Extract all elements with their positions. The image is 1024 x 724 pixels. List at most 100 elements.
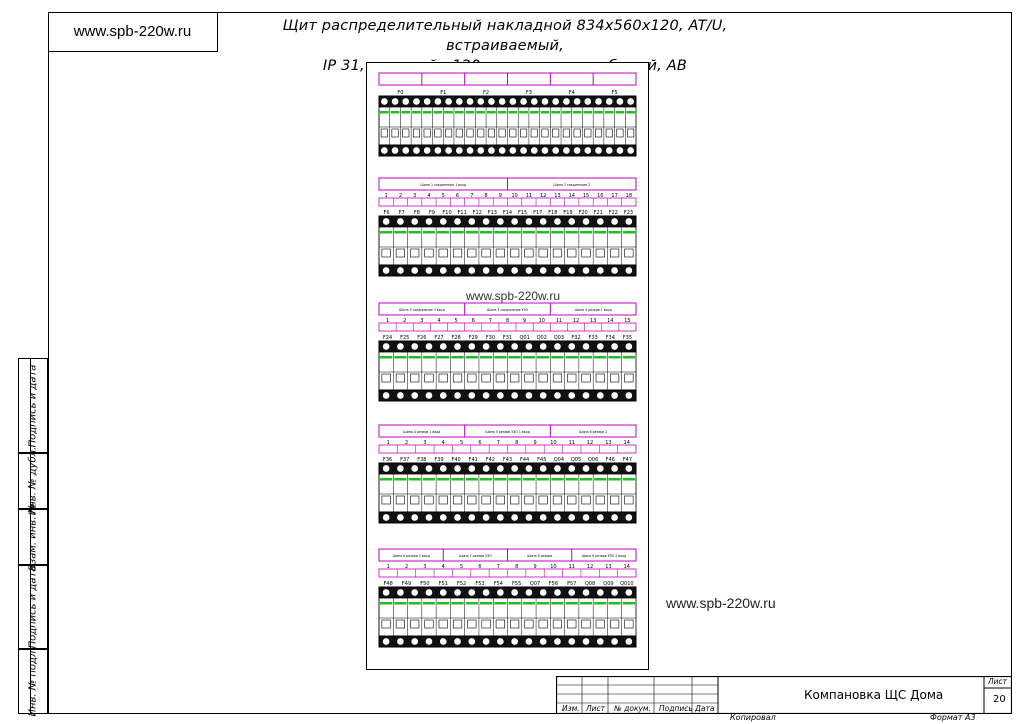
terminal-screw [467, 464, 476, 473]
breaker-status-strip [479, 231, 493, 234]
breaker-label: F43 [503, 457, 512, 463]
breaker-label: F25 [400, 335, 409, 341]
breaker-label: F33 [589, 335, 598, 341]
breaker-status-strip [551, 231, 564, 234]
breaker-label: Q04 [554, 457, 564, 463]
terminal-screw [610, 513, 619, 522]
breaker-label: F38 [417, 457, 426, 463]
terminal-screw [553, 513, 562, 522]
terminal-screw [434, 97, 442, 106]
channel-number: 14 [607, 318, 613, 324]
terminal-screw [391, 146, 399, 155]
terminal-screw [530, 146, 539, 155]
site-url[interactable]: www.spb-220w.ru [73, 23, 192, 40]
terminal-screw [391, 97, 399, 106]
terminal-screw [562, 97, 571, 106]
breaker-label: F56 [549, 581, 558, 587]
channel-number: 13 [554, 193, 560, 199]
terminal-screw [594, 97, 603, 106]
terminal-screw [626, 97, 635, 106]
terminal-screw [498, 146, 506, 155]
breaker-toggle [495, 248, 505, 258]
terminal-screw [510, 217, 519, 226]
breaker-status-strip [494, 602, 507, 605]
channel-number: 11 [569, 440, 575, 446]
channel-number: 12 [587, 440, 593, 446]
terminal-screw [401, 146, 410, 155]
breaker-status-strip [579, 478, 593, 481]
breaker-status-strip [562, 111, 571, 114]
terminal-screw [567, 588, 576, 597]
breaker-status-strip [465, 356, 478, 359]
terminal-screw [382, 342, 390, 351]
terminal-screw [625, 266, 633, 275]
breaker-status-strip [594, 111, 603, 114]
terminal-screw [496, 266, 505, 275]
breaker-label: F15 [518, 210, 527, 216]
breaker-status-strip [494, 356, 507, 359]
col-label-sheet: Лист [586, 704, 606, 713]
terminal-screw [396, 217, 405, 226]
breaker-status-strip [529, 111, 539, 114]
terminal-screw [496, 637, 505, 646]
breaker-toggle [552, 619, 563, 629]
terminal-screw [410, 588, 419, 597]
breaker-toggle [381, 619, 391, 629]
breaker-label: F8 [414, 210, 420, 216]
breaker-status-strip [476, 111, 486, 114]
terminal-screw [525, 637, 533, 646]
channel-number: 10 [550, 440, 556, 446]
channel-number: 7 [489, 318, 492, 324]
breaker-label: Q07 [530, 581, 540, 587]
terminal-screw [482, 266, 490, 275]
breaker-toggle [466, 128, 474, 138]
col-label-change: Изм. [562, 704, 580, 713]
bottom-terminals [378, 635, 637, 648]
terminal-screw [567, 217, 576, 226]
breaker-toggle [452, 619, 463, 629]
breaker-status-strip [487, 111, 496, 114]
breaker-label: Q06 [588, 457, 598, 463]
breaker-status-strip [394, 602, 407, 605]
terminal-screw [525, 464, 533, 473]
terminal-screw [453, 588, 462, 597]
terminal-screw [439, 588, 448, 597]
side-divider [30, 358, 31, 714]
terminal-screw [583, 97, 592, 106]
breaker-label: F4 [569, 90, 575, 96]
channel-number: 4 [437, 318, 440, 324]
drawing-frame [48, 12, 1012, 714]
breaker-label: F21 [594, 210, 603, 216]
breaker-status-strip [508, 356, 521, 359]
channel-number: 11 [526, 193, 532, 199]
channel-number: 6 [478, 564, 481, 570]
terminal-screw [519, 146, 528, 155]
breaker-status-strip [622, 356, 635, 359]
terminal-screw [482, 391, 490, 400]
breaker-label: F2 [483, 90, 489, 96]
channel-desc-bar [378, 322, 637, 332]
terminal-screw [567, 266, 576, 275]
breaker-toggle [581, 373, 591, 383]
terminal-screw [510, 391, 519, 400]
channel-number: 4 [427, 193, 430, 199]
terminal-screw [596, 588, 605, 597]
group-label: Шина 6 резерв 3 вход [393, 554, 431, 558]
channel-number: 8 [484, 193, 487, 199]
breaker-status-strip [437, 478, 450, 481]
breaker-status-strip [551, 602, 564, 605]
terminal-screw [476, 97, 485, 106]
terminal-screw [596, 342, 605, 351]
channel-number: 6 [472, 318, 475, 324]
breaker-toggle [538, 495, 548, 505]
breaker-toggle [395, 495, 405, 505]
terminal-screw [412, 97, 421, 106]
breaker-toggle [452, 373, 463, 383]
terminal-screw [467, 513, 476, 522]
terminal-screw [594, 146, 603, 155]
breaker-status-strip [437, 356, 450, 359]
breaker-status-strip [479, 478, 493, 481]
breaker-toggle [381, 495, 391, 505]
terminal-screw [539, 513, 548, 522]
terminal-screw [412, 146, 421, 155]
